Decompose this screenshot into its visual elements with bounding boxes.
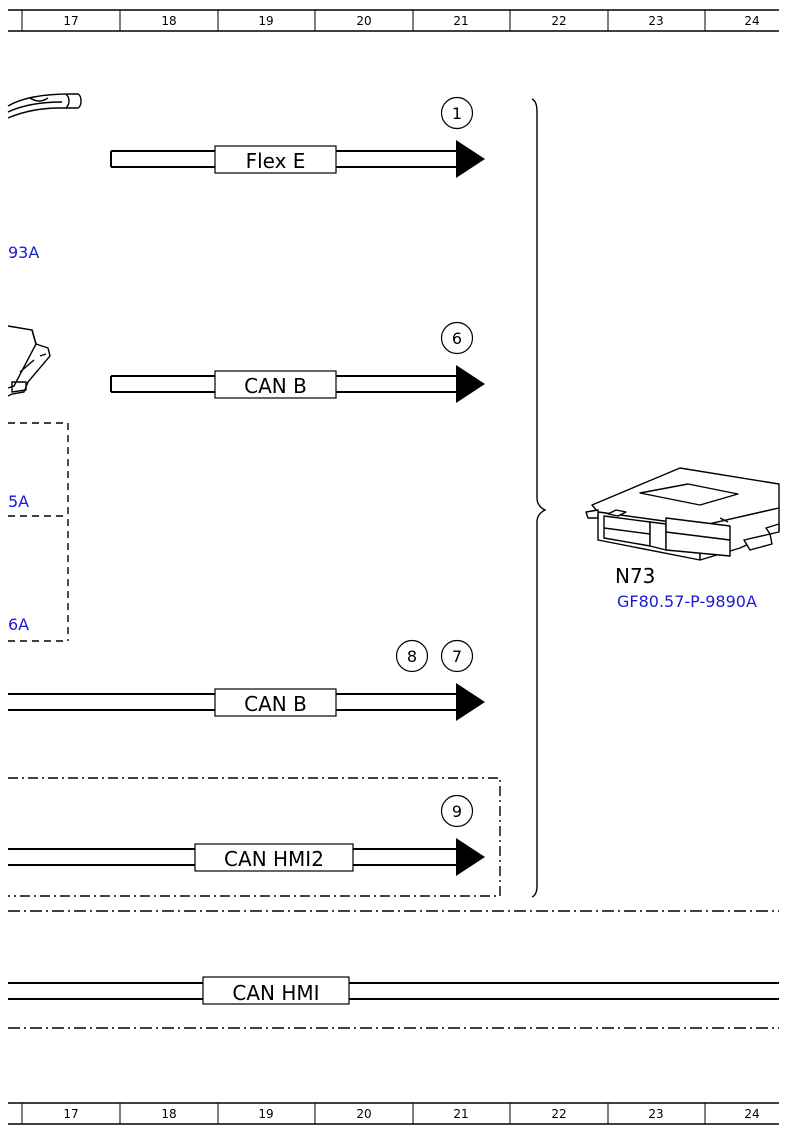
bus-label-can-b-1: CAN B bbox=[244, 374, 307, 398]
marker-9: 9 bbox=[452, 802, 462, 821]
bus-can-b-1: CAN B 6 bbox=[110, 321, 485, 403]
partial-module-left bbox=[7, 325, 51, 397]
left-ref-6a: 6A bbox=[8, 615, 29, 634]
ruler-bottom-24: 24 bbox=[744, 1107, 759, 1121]
left-dashed-boxes bbox=[8, 422, 69, 642]
ruler-top-22: 22 bbox=[551, 14, 566, 28]
ruler-top-24: 24 bbox=[744, 14, 759, 28]
top-ruler: 17 18 19 20 21 22 23 24 bbox=[8, 9, 779, 32]
ruler-top-23: 23 bbox=[648, 14, 663, 28]
bottom-ruler: 17 18 19 20 21 22 23 24 bbox=[8, 1102, 779, 1125]
marker-7: 7 bbox=[452, 647, 462, 666]
ruler-bottom-20: 20 bbox=[356, 1107, 371, 1121]
ruler-bottom-17: 17 bbox=[63, 1107, 78, 1121]
left-ref-93a: 93A bbox=[8, 243, 39, 262]
ruler-bottom-19: 19 bbox=[258, 1107, 273, 1121]
ruler-top-21: 21 bbox=[453, 14, 468, 28]
bus-can-hmi: CAN HMI bbox=[8, 976, 779, 1005]
ruler-bottom-18: 18 bbox=[161, 1107, 176, 1121]
bus-label-can-hmi2: CAN HMI2 bbox=[224, 847, 324, 871]
bus-can-hmi2: CAN HMI2 9 bbox=[8, 777, 501, 897]
partial-connector-top bbox=[7, 93, 82, 119]
marker-6: 6 bbox=[452, 329, 462, 348]
bus-flex-e: Flex E 1 bbox=[110, 96, 485, 178]
component-name: N73 bbox=[615, 564, 655, 588]
left-ref-5a: 5A bbox=[8, 492, 29, 511]
ruler-top-17: 17 bbox=[63, 14, 78, 28]
ruler-top-19: 19 bbox=[258, 14, 273, 28]
component-n73-module bbox=[585, 467, 780, 561]
marker-1: 1 bbox=[452, 104, 462, 123]
component-ref: GF80.57-P-9890A bbox=[617, 592, 757, 611]
ruler-bottom-22: 22 bbox=[551, 1107, 566, 1121]
ruler-top-18: 18 bbox=[161, 14, 176, 28]
bus-label-flex-e: Flex E bbox=[246, 149, 306, 173]
ruler-top-20: 20 bbox=[356, 14, 371, 28]
ruler-bottom-21: 21 bbox=[453, 1107, 468, 1121]
bus-label-can-hmi: CAN HMI bbox=[232, 981, 319, 1005]
bus-label-can-b-2: CAN B bbox=[244, 692, 307, 716]
curly-brace bbox=[531, 98, 547, 898]
bus-can-b-2: CAN B 8 7 bbox=[8, 639, 485, 721]
ruler-bottom-23: 23 bbox=[648, 1107, 663, 1121]
marker-8: 8 bbox=[407, 647, 417, 666]
